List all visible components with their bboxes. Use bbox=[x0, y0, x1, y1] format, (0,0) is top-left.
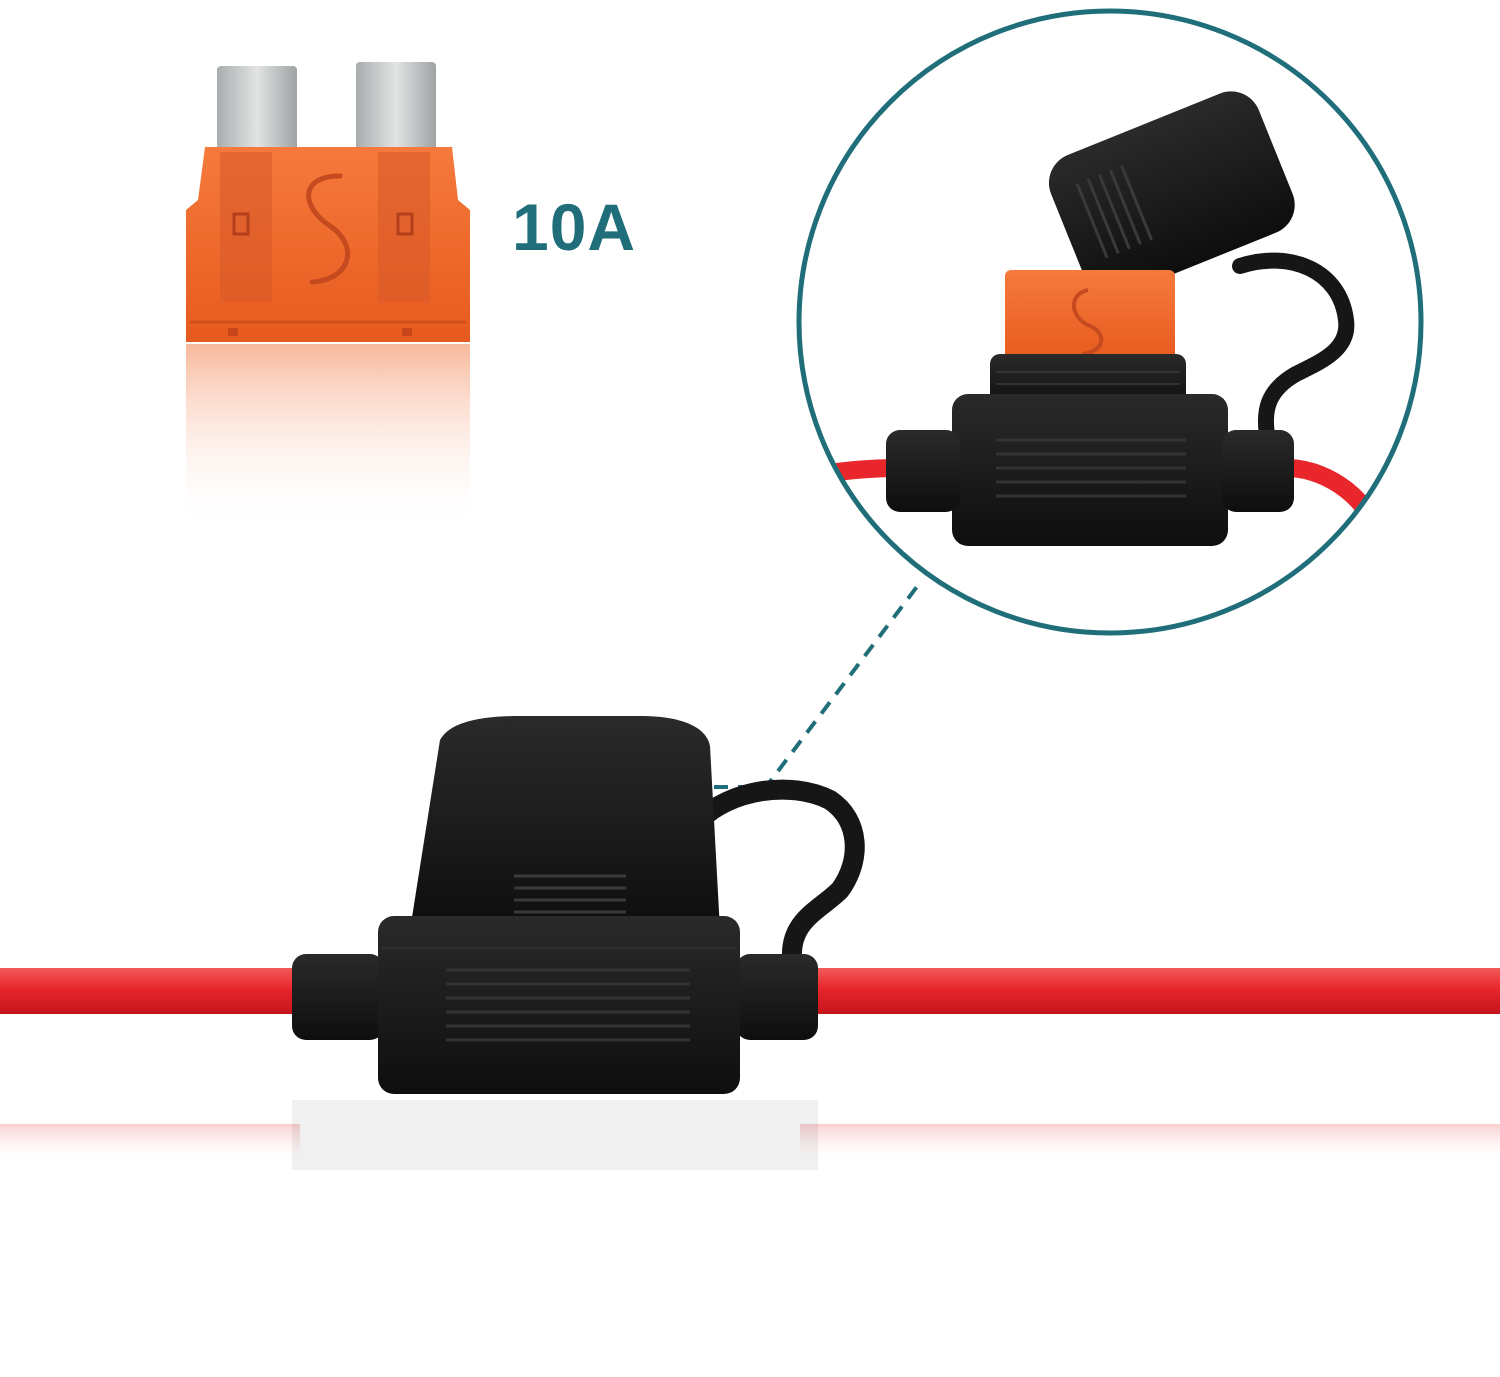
holder-collar-right bbox=[736, 954, 818, 1040]
fuse-blade-left bbox=[217, 66, 297, 162]
cap-strap bbox=[690, 779, 865, 995]
holder-body bbox=[378, 916, 740, 1094]
fuse-blade-right bbox=[356, 62, 436, 162]
zoom-circle-border bbox=[796, 8, 1424, 636]
fuse-rating-label: 10A bbox=[512, 190, 637, 264]
inset-fuse bbox=[1005, 270, 1175, 362]
inset-cap bbox=[1048, 91, 1295, 297]
inset-holder-body bbox=[952, 394, 1228, 546]
fuse-holder bbox=[292, 716, 865, 1170]
blade-fuse bbox=[186, 62, 470, 530]
holder-collar-left bbox=[292, 954, 384, 1040]
zoom-inset bbox=[796, 8, 1424, 636]
holder-cap bbox=[410, 716, 720, 930]
red-wire bbox=[0, 968, 1500, 1164]
